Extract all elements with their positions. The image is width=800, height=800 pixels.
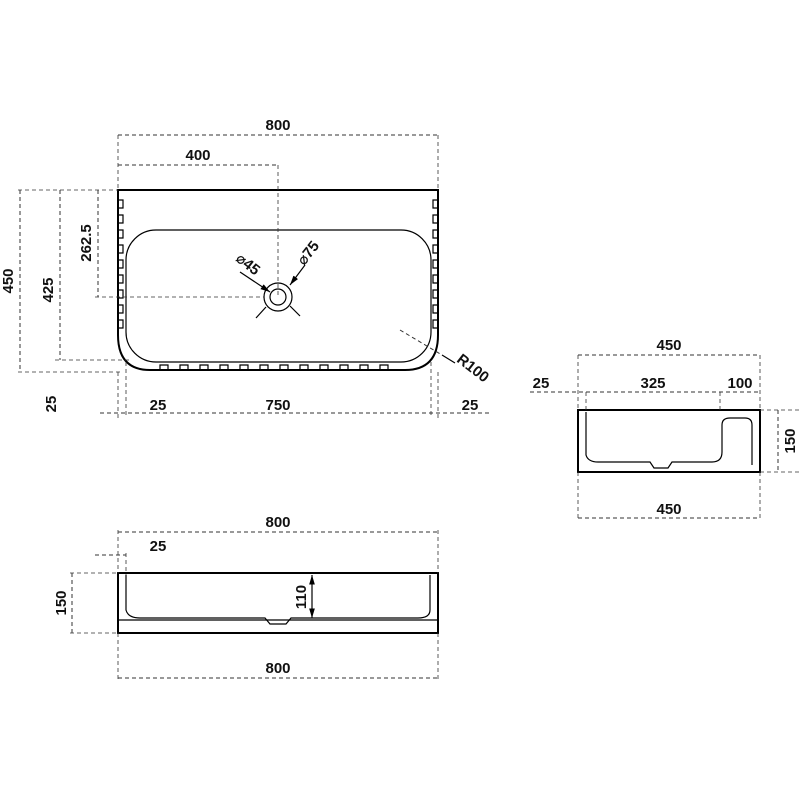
fluted-edge-right bbox=[432, 199, 438, 329]
fluted-edge-left bbox=[118, 199, 124, 329]
drain-inner bbox=[269, 288, 287, 306]
front-view: 800 25 150 110 800 bbox=[53, 514, 439, 680]
side-shelf-label: 100 bbox=[727, 375, 752, 392]
front-width-bottom-label: 800 bbox=[265, 660, 290, 677]
drain-depth-label: 262.5 bbox=[78, 224, 95, 262]
drain-small-label: ⌀45 bbox=[232, 250, 263, 279]
side-view: 450 25 325 100 150 450 bbox=[530, 337, 800, 520]
front-wall-label: 25 bbox=[150, 538, 167, 555]
drain-offset-label: 400 bbox=[185, 147, 210, 164]
inner-depth-label: 425 bbox=[40, 277, 57, 302]
top-view-outline bbox=[117, 189, 439, 371]
front-height-label: 150 bbox=[53, 590, 70, 615]
rim-front-label: 25 bbox=[43, 396, 60, 413]
front-bowl-depth-label: 110 bbox=[293, 585, 310, 609]
front-width-top-label: 800 bbox=[265, 514, 290, 531]
rim-right-label: 25 bbox=[462, 397, 479, 414]
top-view-bowl bbox=[125, 229, 432, 363]
side-wall-label: 25 bbox=[533, 375, 550, 392]
side-bowl-span-label: 325 bbox=[640, 375, 665, 392]
side-width-top-label: 450 bbox=[656, 337, 681, 354]
side-view-bowl bbox=[585, 412, 753, 469]
top-depth-label: 450 bbox=[0, 268, 17, 293]
top-width-label: 800 bbox=[265, 117, 290, 134]
front-view-bowl bbox=[125, 575, 431, 625]
radius-label: R100 bbox=[453, 351, 492, 386]
fluted-edge-bottom bbox=[159, 364, 389, 370]
bowl-width-label: 750 bbox=[265, 397, 290, 414]
drain-large-label: ⌀75 bbox=[294, 238, 323, 269]
side-height-label: 150 bbox=[782, 428, 799, 453]
side-width-bottom-label: 450 bbox=[656, 501, 681, 518]
top-view: 800 400 450 425 262.5 ⌀45 ⌀75 R100 bbox=[0, 117, 492, 418]
side-view-outline bbox=[577, 409, 761, 473]
rim-left-label: 25 bbox=[150, 397, 167, 414]
